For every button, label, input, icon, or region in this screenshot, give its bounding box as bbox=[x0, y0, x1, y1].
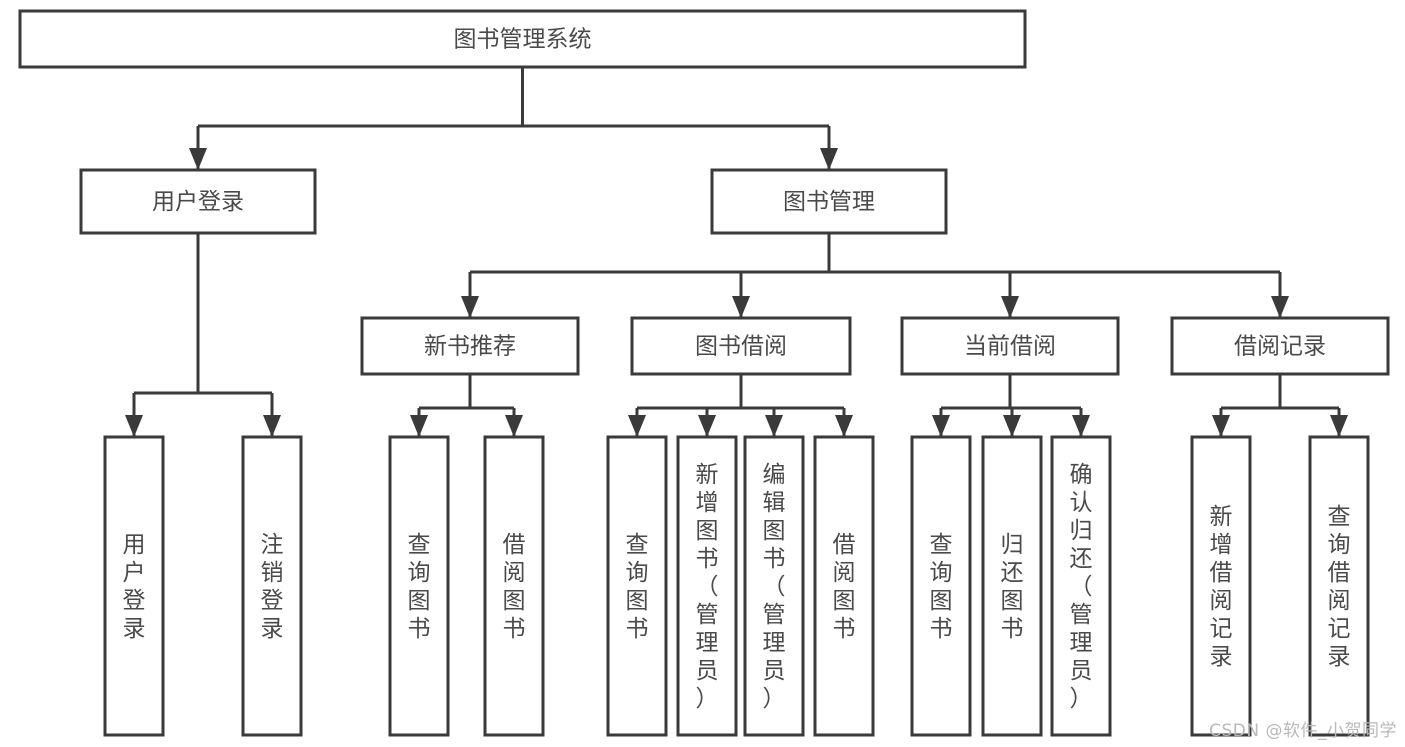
node-rect bbox=[79, 168, 317, 235]
node-leaf-borrow-book-rec[interactable]: 借阅图书 bbox=[483, 435, 545, 737]
node-root-system[interactable]: 图书管理系统 bbox=[18, 9, 1027, 69]
node-leaf-query-book-borrow[interactable]: 查询图书 bbox=[606, 435, 668, 737]
edge-layer bbox=[125, 67, 1348, 437]
node-label: 图书管理系统 bbox=[454, 27, 592, 53]
node-rect bbox=[606, 435, 668, 737]
node-layer: 图书管理系统用户登录图书管理新书推荐图书借阅当前借阅借阅记录用户登录注销登录查询… bbox=[18, 9, 1390, 737]
node-leaf-borrow-book[interactable]: 借阅图书 bbox=[813, 435, 875, 737]
node-book-borrow[interactable]: 图书借阅 bbox=[630, 316, 852, 376]
node-rect bbox=[1190, 435, 1252, 737]
node-rect bbox=[710, 168, 948, 235]
arrow-head-icon bbox=[1001, 296, 1019, 318]
node-label: 当前借阅 bbox=[964, 334, 1056, 360]
node-leaf-user-login[interactable]: 用户登录 bbox=[103, 435, 165, 737]
arrow-head-icon bbox=[732, 296, 750, 318]
arrow-head-icon bbox=[698, 415, 716, 437]
arrow-head-icon bbox=[189, 148, 207, 170]
node-label: 图书借阅 bbox=[695, 334, 787, 360]
node-rect bbox=[630, 316, 852, 376]
node-rect bbox=[1050, 435, 1112, 737]
node-label: 新书推荐 bbox=[424, 334, 516, 360]
node-leaf-query-book-rec[interactable]: 查询图书 bbox=[388, 435, 450, 737]
node-book-management[interactable]: 图书管理 bbox=[710, 168, 948, 235]
node-leaf-query-record[interactable]: 查询借阅记录 bbox=[1308, 435, 1370, 737]
node-rect bbox=[910, 435, 972, 737]
node-leaf-add-record[interactable]: 新增借阅记录 bbox=[1190, 435, 1252, 737]
node-label: 编辑图书（管理员） bbox=[763, 462, 786, 712]
node-rect bbox=[360, 316, 580, 376]
arrow-head-icon bbox=[932, 415, 950, 437]
node-rect bbox=[813, 435, 875, 737]
node-leaf-confirm-return[interactable]: 确认归还（管理员） bbox=[1050, 435, 1112, 737]
arrow-head-icon bbox=[835, 415, 853, 437]
node-rect bbox=[743, 435, 805, 737]
node-label: 新增借阅记录 bbox=[1210, 504, 1233, 670]
arrow-head-icon bbox=[1212, 415, 1230, 437]
arrow-head-icon bbox=[1072, 415, 1090, 437]
arrow-head-icon bbox=[461, 296, 479, 318]
node-label: 查询图书 bbox=[930, 532, 953, 642]
node-label: 注销登录 bbox=[261, 532, 284, 642]
node-rect bbox=[1308, 435, 1370, 737]
node-rect bbox=[981, 435, 1043, 737]
watermark-text: CSDN @软件_小贺同学 bbox=[1209, 721, 1397, 741]
node-user-login[interactable]: 用户登录 bbox=[79, 168, 317, 235]
node-label: 借阅记录 bbox=[1234, 334, 1326, 360]
node-borrow-record[interactable]: 借阅记录 bbox=[1170, 316, 1390, 376]
arrow-head-icon bbox=[125, 415, 143, 437]
node-leaf-user-logout[interactable]: 注销登录 bbox=[241, 435, 303, 737]
node-rect bbox=[241, 435, 303, 737]
node-label: 图书管理 bbox=[783, 189, 875, 215]
arrow-head-icon bbox=[410, 415, 428, 437]
arrow-head-icon bbox=[820, 148, 838, 170]
node-label: 借阅图书 bbox=[503, 532, 526, 642]
node-new-book-rec[interactable]: 新书推荐 bbox=[360, 316, 580, 376]
node-label: 查询借阅记录 bbox=[1328, 504, 1351, 670]
arrow-head-icon bbox=[628, 415, 646, 437]
node-rect bbox=[900, 316, 1120, 376]
node-label: 用户登录 bbox=[123, 532, 146, 642]
node-leaf-return-book[interactable]: 归还图书 bbox=[981, 435, 1043, 737]
node-rect bbox=[483, 435, 545, 737]
node-label: 查询图书 bbox=[408, 532, 431, 642]
arrow-head-icon bbox=[765, 415, 783, 437]
node-label: 用户登录 bbox=[152, 189, 244, 215]
node-label: 借阅图书 bbox=[833, 532, 856, 642]
arrow-head-icon bbox=[1330, 415, 1348, 437]
node-label: 归还图书 bbox=[1001, 532, 1024, 642]
arrow-head-icon bbox=[263, 415, 281, 437]
node-rect bbox=[388, 435, 450, 737]
node-label: 查询图书 bbox=[626, 532, 649, 642]
arrow-head-icon bbox=[1003, 415, 1021, 437]
node-label: 确认归还（管理员） bbox=[1070, 462, 1093, 712]
node-leaf-edit-book[interactable]: 编辑图书（管理员） bbox=[743, 435, 805, 737]
arrow-head-icon bbox=[1271, 296, 1289, 318]
node-rect bbox=[676, 435, 738, 737]
node-rect bbox=[103, 435, 165, 737]
node-leaf-add-book[interactable]: 新增图书（管理员） bbox=[676, 435, 738, 737]
node-current-borrow[interactable]: 当前借阅 bbox=[900, 316, 1120, 376]
arrow-head-icon bbox=[505, 415, 523, 437]
node-rect bbox=[1170, 316, 1390, 376]
node-leaf-query-book-current[interactable]: 查询图书 bbox=[910, 435, 972, 737]
node-label: 新增图书（管理员） bbox=[696, 462, 719, 712]
node-rect bbox=[18, 9, 1027, 69]
